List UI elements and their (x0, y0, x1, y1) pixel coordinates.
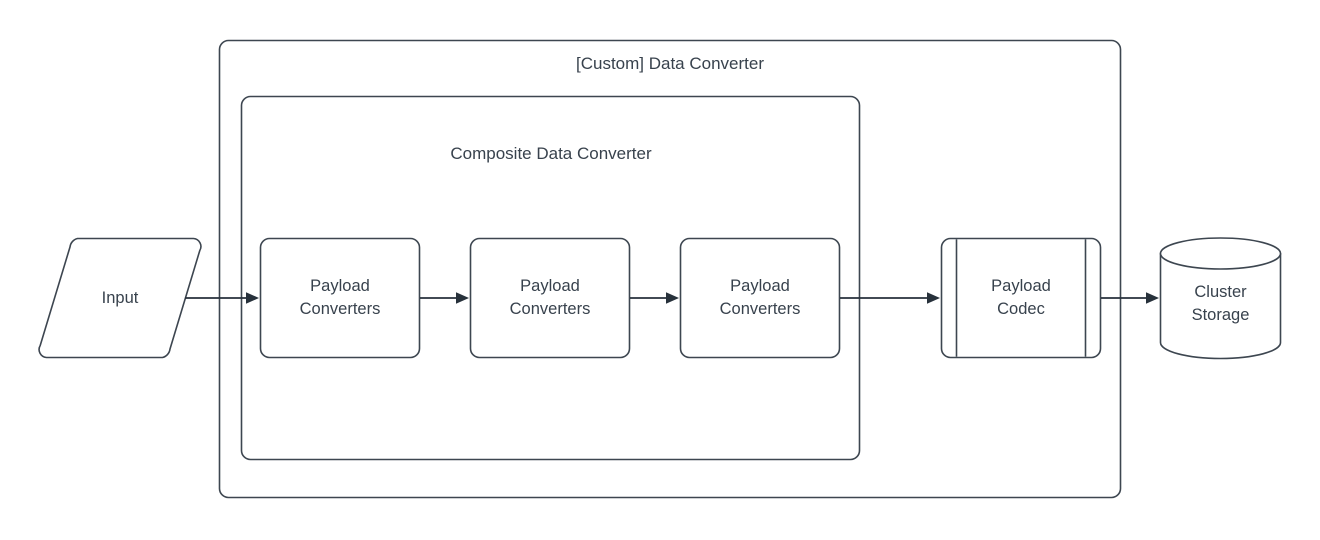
edge-converter-1-to-2 (420, 292, 469, 304)
node-payload-converters-3-shape[interactable] (679, 237, 841, 359)
edge-codec-to-storage (1101, 292, 1159, 304)
edge-converter-3-to-codec (840, 292, 940, 304)
node-input-shape[interactable] (38, 237, 202, 359)
edge-input-to-converter-1 (185, 292, 259, 304)
node-cluster-storage-top-ellipse (1159, 237, 1282, 270)
node-cluster-storage-body[interactable] (1159, 252, 1282, 360)
node-payload-codec-shape[interactable] (940, 237, 1102, 359)
node-payload-converters-1-shape[interactable] (259, 237, 421, 359)
node-payload-converters-2-shape[interactable] (469, 237, 631, 359)
edge-converter-2-to-3 (630, 292, 679, 304)
